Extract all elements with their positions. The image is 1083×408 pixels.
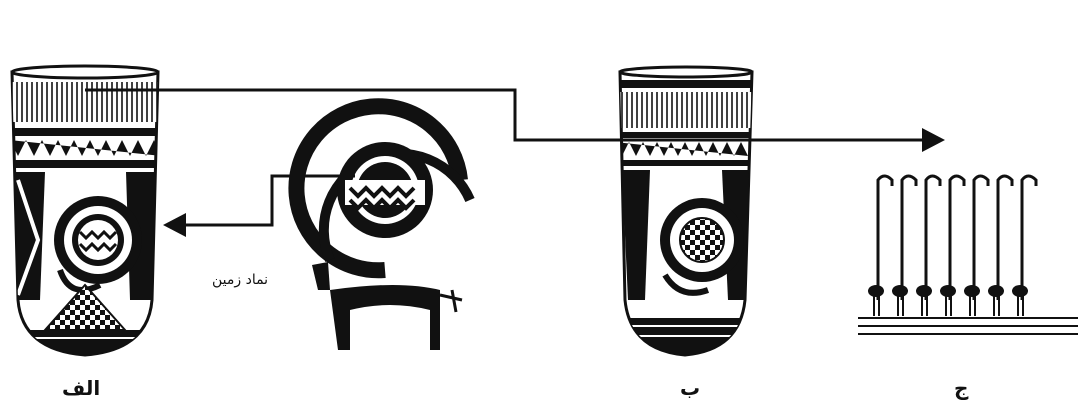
pattern-c-label: ج — [954, 376, 968, 400]
earth-symbol-figure — [296, 106, 470, 350]
painted-beaker-a — [10, 66, 162, 360]
bird-figure — [988, 176, 1012, 316]
earth-symbol-label: نماد زمین — [212, 272, 268, 288]
connector-arrow-to-c — [85, 90, 945, 152]
vessel-a-label: الف — [62, 376, 100, 400]
bird-figure — [964, 176, 988, 316]
painted-beaker-b — [615, 67, 755, 358]
vessel-b-label: ب — [680, 376, 700, 400]
bird-figure — [940, 176, 964, 316]
bird-figure — [892, 176, 916, 316]
bird-figure — [916, 176, 940, 316]
bird-figure — [1012, 176, 1036, 316]
bird-row-pattern — [858, 176, 1078, 334]
bird-figure — [868, 176, 892, 316]
